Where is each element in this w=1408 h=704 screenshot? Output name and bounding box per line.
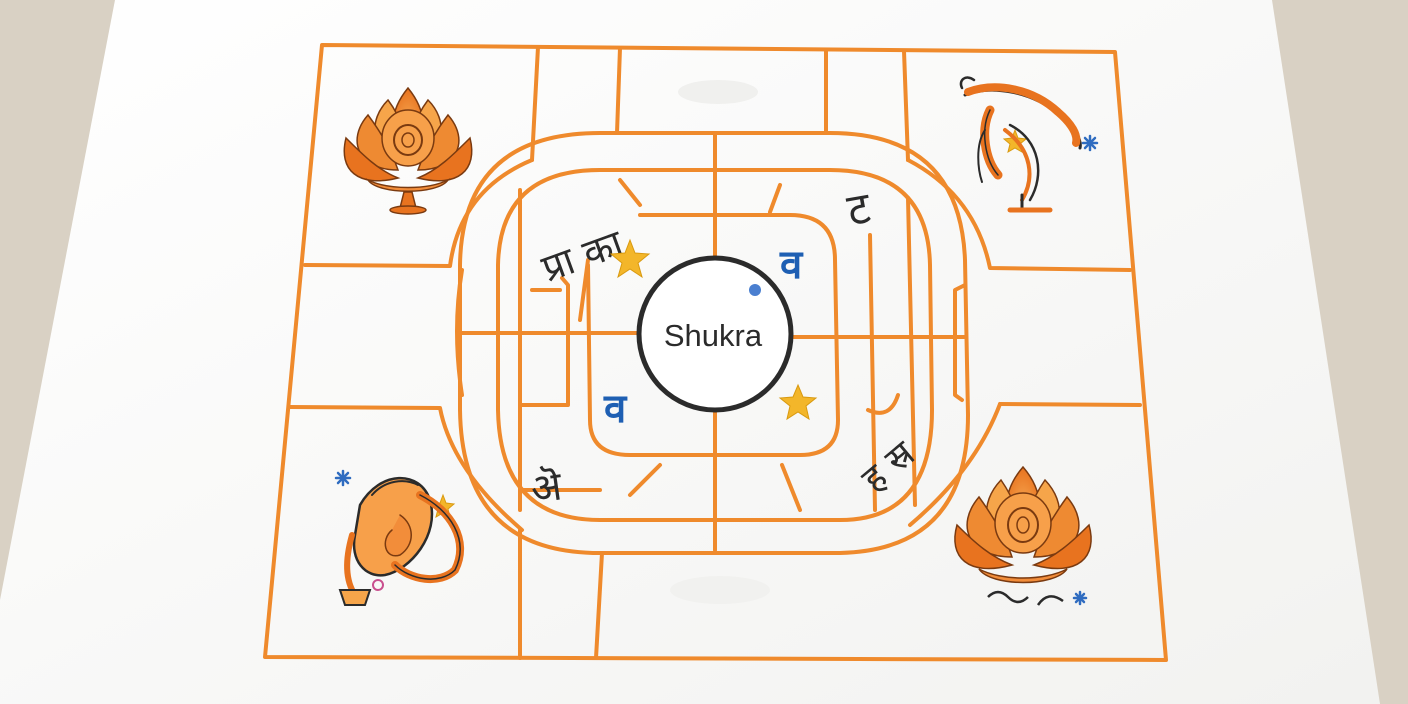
star-icon [609,238,651,279]
lotus-icon [954,465,1092,606]
smudge [678,80,758,104]
center-circle: Shukra [636,255,794,413]
grid-lines [263,43,1168,662]
conch-icon [338,476,464,606]
sparkle-icon [334,469,352,487]
glyph-blue-left: व [603,386,628,432]
sparkle-icon [1081,134,1099,152]
center-label: Shukra [664,318,763,353]
sparkle-icon [1072,590,1088,606]
smudge [670,576,770,604]
outer-frame [263,43,1168,662]
lotus-icon [343,86,473,215]
star-icon [778,383,818,421]
blue-dot [749,284,761,296]
sparkles [334,134,1099,606]
inner-rounded-ring [496,168,934,522]
peacock-icon [959,76,1082,213]
glyph-blue-right: व [779,242,804,288]
outer-rounded-ring [458,131,970,555]
